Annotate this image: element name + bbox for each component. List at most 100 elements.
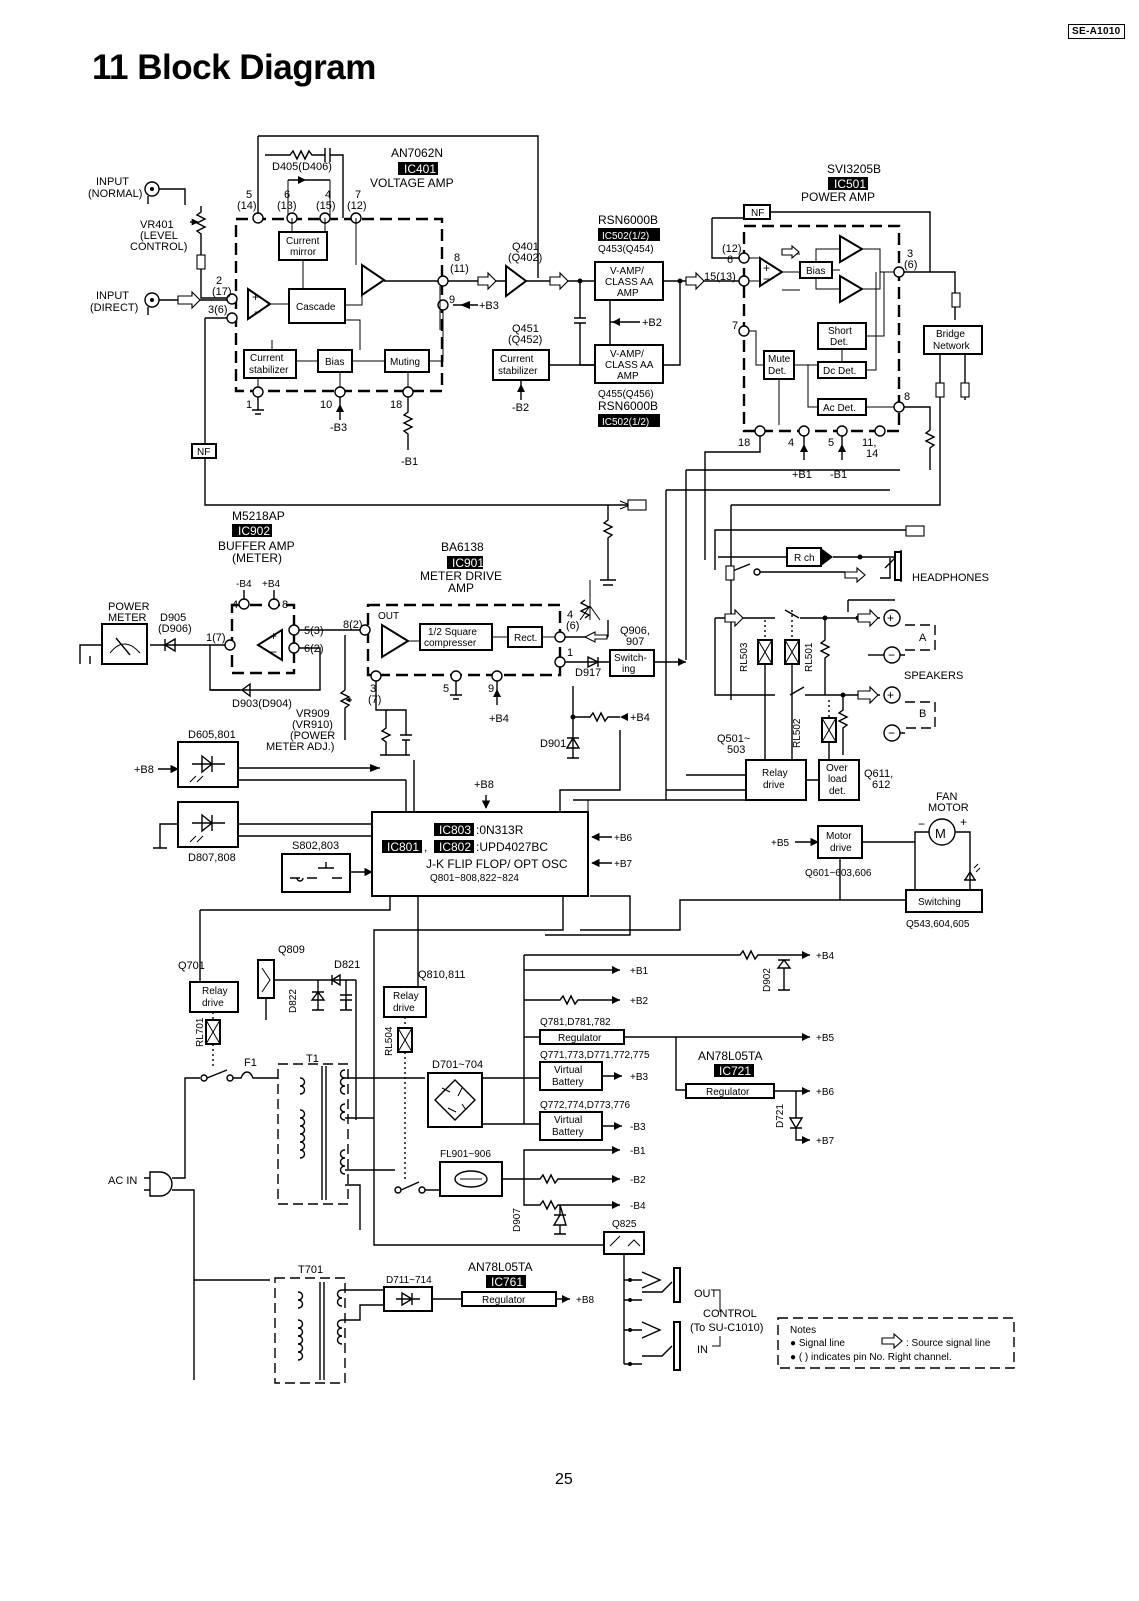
- svg-text:Relay: Relay: [202, 986, 228, 997]
- svg-text:Det.: Det.: [768, 366, 786, 377]
- ic502a-ref: IC502(1/2): [602, 231, 649, 242]
- svg-text:11,: 11,: [862, 437, 876, 449]
- svg-text:(11): (11): [450, 263, 469, 275]
- bridge-network-block: [923, 325, 983, 355]
- speaker-a-plus-terminal: [883, 609, 901, 627]
- ac-in-label: AC IN: [108, 1175, 137, 1187]
- ic501-part: SVI3205B: [827, 162, 881, 176]
- power-opamp-icon: [759, 256, 784, 288]
- svg-text:3(6): 3(6): [208, 304, 228, 316]
- ic902-part: M5218AP: [232, 509, 285, 523]
- svg-text:D605,801: D605,801: [188, 729, 236, 741]
- svg-text:Det.: Det.: [830, 337, 848, 348]
- svg-text:D821: D821: [334, 959, 360, 971]
- signal-arrow-icon: [477, 271, 497, 291]
- svg-text:Q801~808,822~824: Q801~808,822~824: [430, 873, 519, 884]
- svg-text:6: 6: [727, 254, 733, 266]
- signal-arrow-icon: [196, 254, 206, 270]
- svg-text:+B4: +B4: [262, 579, 281, 590]
- svg-text:6: 6: [284, 189, 290, 201]
- svg-text:6(2): 6(2): [304, 643, 324, 655]
- svg-text:Q906,: Q906,: [620, 625, 650, 637]
- svg-text:Cascade: Cascade: [296, 302, 336, 313]
- svg-text:(12): (12): [722, 243, 742, 255]
- svg-text:Bridge: Bridge: [936, 329, 965, 340]
- svg-text:−: −: [888, 648, 895, 662]
- svg-text:15(13): 15(13): [704, 271, 736, 283]
- svg-text:(12): (12): [347, 200, 367, 212]
- ic501-ref: IC501: [834, 177, 866, 191]
- ic721-ref: IC721: [719, 1064, 751, 1078]
- ic721-part: AN78L05TA: [698, 1049, 762, 1063]
- svg-text:+B2: +B2: [642, 317, 662, 329]
- page-number: 25: [555, 1471, 573, 1488]
- ac-plug-icon: [144, 1171, 173, 1197]
- svg-text:9: 9: [449, 294, 455, 306]
- ic80x-function: J-K FLIP FLOP/ OPT OSC: [426, 857, 568, 871]
- svg-text:compresser: compresser: [424, 638, 477, 649]
- ic502b-part: RSN6000B: [598, 399, 658, 413]
- svg-text:(METER): (METER): [232, 551, 282, 565]
- op-amp-icon: [247, 287, 272, 321]
- input-direct-label: INPUT: [96, 290, 129, 302]
- ic502b-ref: IC502(1/2): [602, 417, 649, 428]
- svg-text:Mute: Mute: [768, 354, 791, 365]
- notes-title: Notes: [790, 1325, 816, 1336]
- svg-text:(POWER: (POWER: [290, 730, 335, 742]
- svg-text:T701: T701: [298, 1264, 323, 1276]
- overload-det-block: [818, 759, 860, 801]
- svg-text:8(2): 8(2): [343, 619, 363, 631]
- svg-text:10: 10: [320, 399, 332, 411]
- svg-text:+: +: [763, 261, 770, 275]
- svg-text:IN: IN: [697, 1344, 708, 1356]
- svg-text:612: 612: [872, 779, 890, 791]
- svg-text:Q701: Q701: [178, 960, 205, 972]
- svg-text:−: −: [888, 726, 895, 740]
- power-meter-label: POWER: [108, 601, 150, 613]
- svg-text:(6): (6): [904, 259, 917, 271]
- svg-text:drive: drive: [393, 1003, 415, 1014]
- svg-text:Switching: Switching: [918, 897, 961, 908]
- svg-text:CONTROL): CONTROL): [130, 241, 187, 253]
- svg-text:4: 4: [567, 609, 573, 621]
- q809-transistor-icon: [257, 959, 275, 999]
- svg-text:+: +: [270, 629, 277, 643]
- svg-text:RL501: RL501: [804, 642, 815, 672]
- svg-text:NF: NF: [197, 447, 210, 458]
- svg-text:D822: D822: [288, 989, 299, 1013]
- input-normal-sub: (NORMAL): [88, 188, 142, 200]
- svg-text:18: 18: [738, 437, 750, 449]
- svg-text:D907: D907: [512, 1208, 523, 1232]
- svg-text:2: 2: [216, 275, 222, 287]
- ic901-part: BA6138: [441, 540, 484, 554]
- svg-text:Ac Det.: Ac Det.: [823, 403, 856, 414]
- svg-text:(LEVEL: (LEVEL: [140, 230, 178, 242]
- svg-text:(To SU-C1010): (To SU-C1010): [690, 1322, 763, 1334]
- svg-text:4: 4: [232, 599, 238, 611]
- svg-text:BUFFER AMP: BUFFER AMP: [218, 539, 295, 553]
- source-signal-arrow-icon: [881, 1332, 903, 1350]
- nf-block: [191, 443, 217, 459]
- q825-relay: [603, 1231, 645, 1255]
- svg-text:+: +: [887, 688, 894, 702]
- svg-text:D901: D901: [540, 738, 566, 750]
- svg-text:5(3): 5(3): [304, 625, 324, 637]
- ic902-boundary: [230, 603, 296, 675]
- svg-text:4: 4: [325, 189, 331, 201]
- d405-feedback-rc: [265, 148, 344, 218]
- svg-text:+B8: +B8: [474, 779, 494, 791]
- ic761-part: AN78L05TA: [468, 1260, 532, 1274]
- svg-text:D903(D904): D903(D904): [232, 698, 292, 710]
- switching-block-2: [905, 889, 983, 913]
- svg-text:● ( ) indicates pin No. R: ● ( ) indicates pin No. Right channel.: [790, 1352, 952, 1363]
- svg-text:-B1: -B1: [830, 469, 847, 481]
- svg-text:(D906): (D906): [158, 623, 192, 635]
- vamp-class-aa-block-2: [594, 344, 664, 384]
- svg-text:Q809: Q809: [278, 944, 305, 956]
- ic502a-part: RSN6000B: [598, 213, 658, 227]
- svg-text:+B8: +B8: [134, 764, 154, 776]
- s802-switch-block[interactable]: [281, 853, 351, 893]
- svg-text:Regulator: Regulator: [706, 1087, 750, 1098]
- svg-text:1(7): 1(7): [206, 632, 226, 644]
- svg-text:Q451: Q451: [512, 323, 539, 335]
